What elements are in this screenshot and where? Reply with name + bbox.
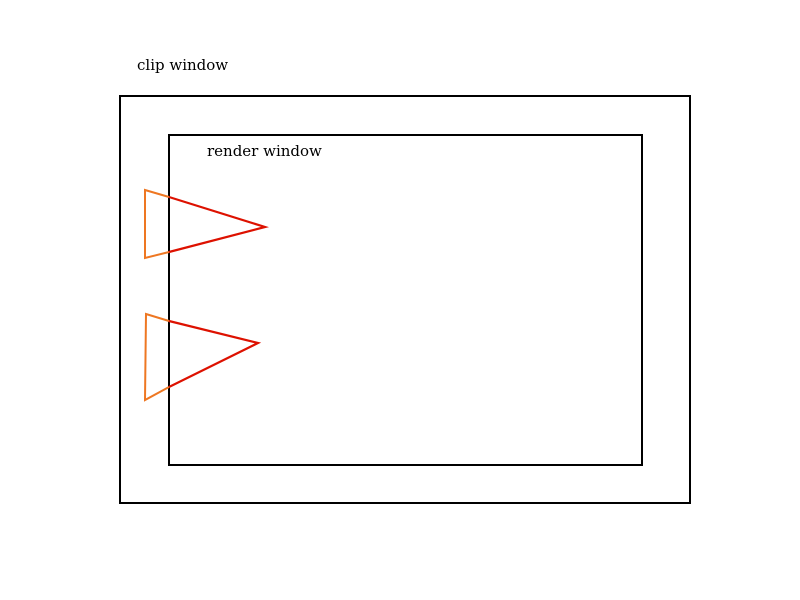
upper-triangle-rendered-part	[168, 195, 269, 254]
clip-window-rect	[119, 95, 691, 504]
lower-triangle-rendered-part	[168, 319, 262, 388]
upper-triangle	[144, 188, 269, 260]
lower-triangle-clipped-part	[143, 312, 170, 402]
lower-triangle	[143, 312, 262, 402]
clip-window-label: clip window	[137, 56, 228, 74]
render-window-rect	[168, 134, 643, 466]
upper-triangle-clipped-part	[144, 188, 170, 260]
render-window-label: render window	[207, 142, 322, 160]
